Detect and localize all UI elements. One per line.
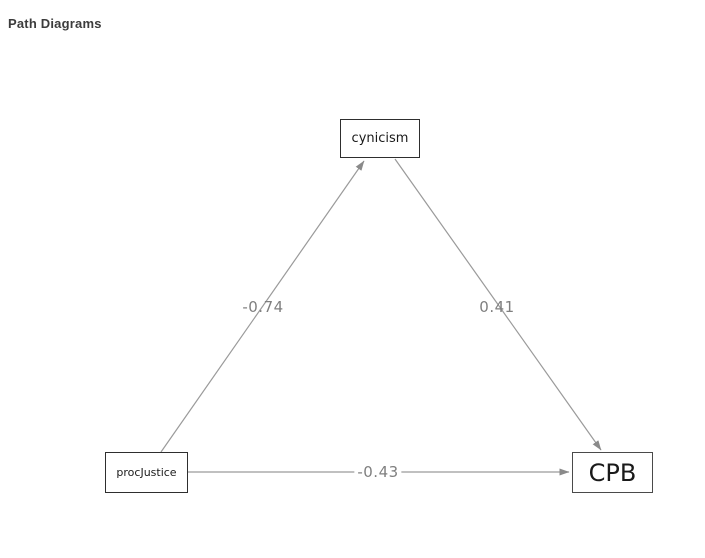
node-procjustice-label: procJustice	[116, 466, 177, 479]
node-cpb: CPB	[572, 452, 653, 493]
page-title: Path Diagrams	[8, 16, 102, 31]
edge-label-cynicism-cpb: 0.41	[479, 298, 515, 316]
node-procjustice: procJustice	[105, 452, 188, 493]
node-cynicism-label: cynicism	[351, 131, 409, 146]
edge-label-procjustice-cynicism: -0.74	[242, 298, 284, 316]
node-cpb-label: CPB	[588, 458, 637, 487]
node-cynicism: cynicism	[340, 119, 420, 158]
edge-procjustice-to-cynicism	[160, 160, 365, 453]
edge-label-procjustice-cpb: -0.43	[354, 463, 402, 481]
edge-cynicism-to-cpb	[394, 158, 602, 451]
